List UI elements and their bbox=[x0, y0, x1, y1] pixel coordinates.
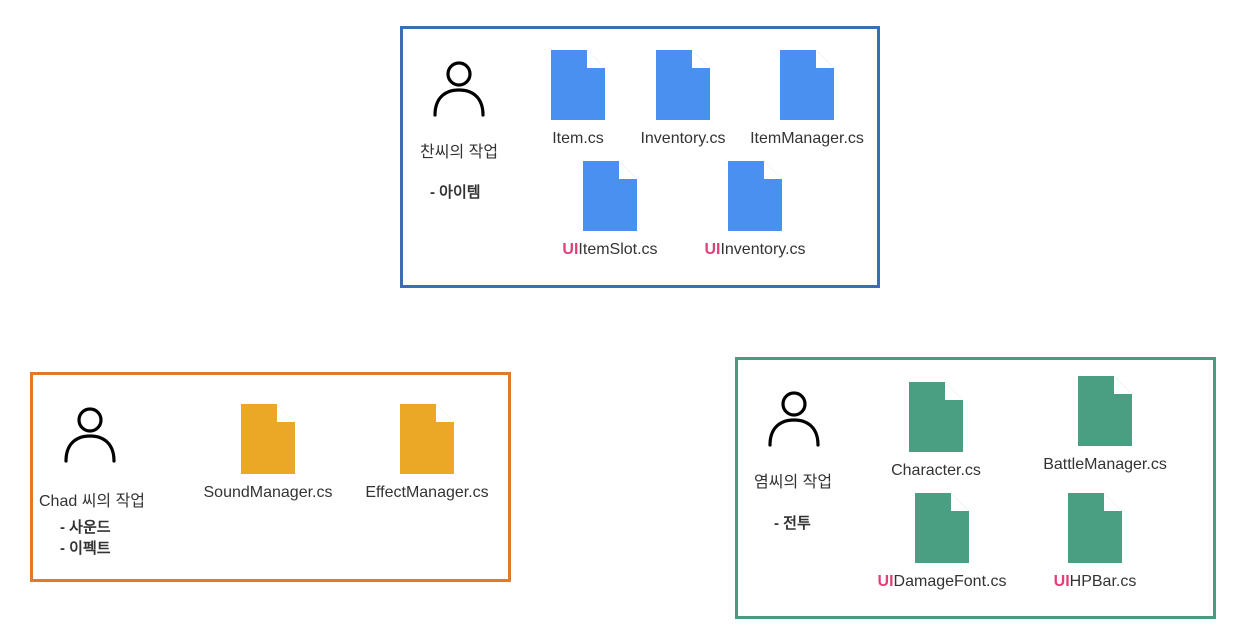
file-name: Character.cs bbox=[891, 462, 981, 479]
file-name: Item.cs bbox=[552, 130, 604, 147]
sound-group-box bbox=[30, 372, 511, 582]
file-name-rest: ItemSlot.cs bbox=[578, 241, 658, 258]
document-icon bbox=[400, 404, 454, 474]
document-icon bbox=[909, 382, 963, 452]
file-name: UIInventory.cs bbox=[685, 241, 825, 259]
owner-label: 염씨의 작업 bbox=[754, 474, 833, 491]
file-battlemanager[interactable]: BattleManager.cs bbox=[1035, 376, 1175, 474]
user-icon bbox=[431, 58, 487, 118]
file-name-rest: DamageFont.cs bbox=[893, 573, 1007, 590]
owner-label: 찬씨의 작업 bbox=[420, 144, 499, 161]
file-item[interactable]: Item.cs bbox=[508, 50, 648, 148]
file-name: BattleManager.cs bbox=[1043, 456, 1167, 473]
user-icon bbox=[62, 404, 118, 464]
document-icon bbox=[780, 50, 834, 120]
user-icon bbox=[766, 388, 822, 448]
task-label: - 전투 bbox=[774, 515, 811, 532]
document-icon bbox=[1078, 376, 1132, 446]
file-name: UIHPBar.cs bbox=[1025, 573, 1165, 591]
ui-prefix: UI bbox=[1053, 573, 1070, 590]
file-inventory[interactable]: Inventory.cs bbox=[613, 50, 753, 148]
task-label: - 사운드 bbox=[60, 519, 111, 536]
file-name: UIDamageFont.cs bbox=[872, 573, 1012, 591]
file-soundmanager[interactable]: SoundManager.cs bbox=[198, 404, 338, 502]
file-uidamagefont[interactable]: UIDamageFont.cs bbox=[872, 493, 1012, 591]
file-name: UIItemSlot.cs bbox=[540, 241, 680, 259]
file-uiitemslot[interactable]: UIItemSlot.cs bbox=[540, 161, 680, 259]
item-group-box bbox=[400, 26, 880, 288]
file-name-rest: Inventory.cs bbox=[720, 241, 806, 258]
file-character[interactable]: Character.cs bbox=[866, 382, 1006, 480]
file-name: SoundManager.cs bbox=[203, 484, 333, 501]
file-name: EffectManager.cs bbox=[365, 484, 489, 501]
task-label: - 이펙트 bbox=[60, 540, 111, 557]
document-icon bbox=[583, 161, 637, 231]
file-name: Inventory.cs bbox=[640, 130, 726, 147]
ui-prefix: UI bbox=[562, 241, 579, 258]
file-effectmanager[interactable]: EffectManager.cs bbox=[357, 404, 497, 502]
top-edge bbox=[0, 0, 1245, 8]
file-uiinventory[interactable]: UIInventory.cs bbox=[685, 161, 825, 259]
battle-group-box bbox=[735, 357, 1216, 619]
document-icon bbox=[656, 50, 710, 120]
file-itemmanager[interactable]: ItemManager.cs bbox=[737, 50, 877, 148]
ui-prefix: UI bbox=[877, 573, 894, 590]
document-icon bbox=[241, 404, 295, 474]
document-icon bbox=[551, 50, 605, 120]
owner-label: Chad 씨의 작업 bbox=[39, 493, 146, 510]
task-label: - 아이템 bbox=[430, 184, 481, 201]
document-icon bbox=[1068, 493, 1122, 563]
file-uihpbar[interactable]: UIHPBar.cs bbox=[1025, 493, 1165, 591]
document-icon bbox=[915, 493, 969, 563]
document-icon bbox=[728, 161, 782, 231]
file-name-rest: HPBar.cs bbox=[1069, 573, 1137, 590]
file-name: ItemManager.cs bbox=[750, 130, 864, 147]
ui-prefix: UI bbox=[704, 241, 721, 258]
